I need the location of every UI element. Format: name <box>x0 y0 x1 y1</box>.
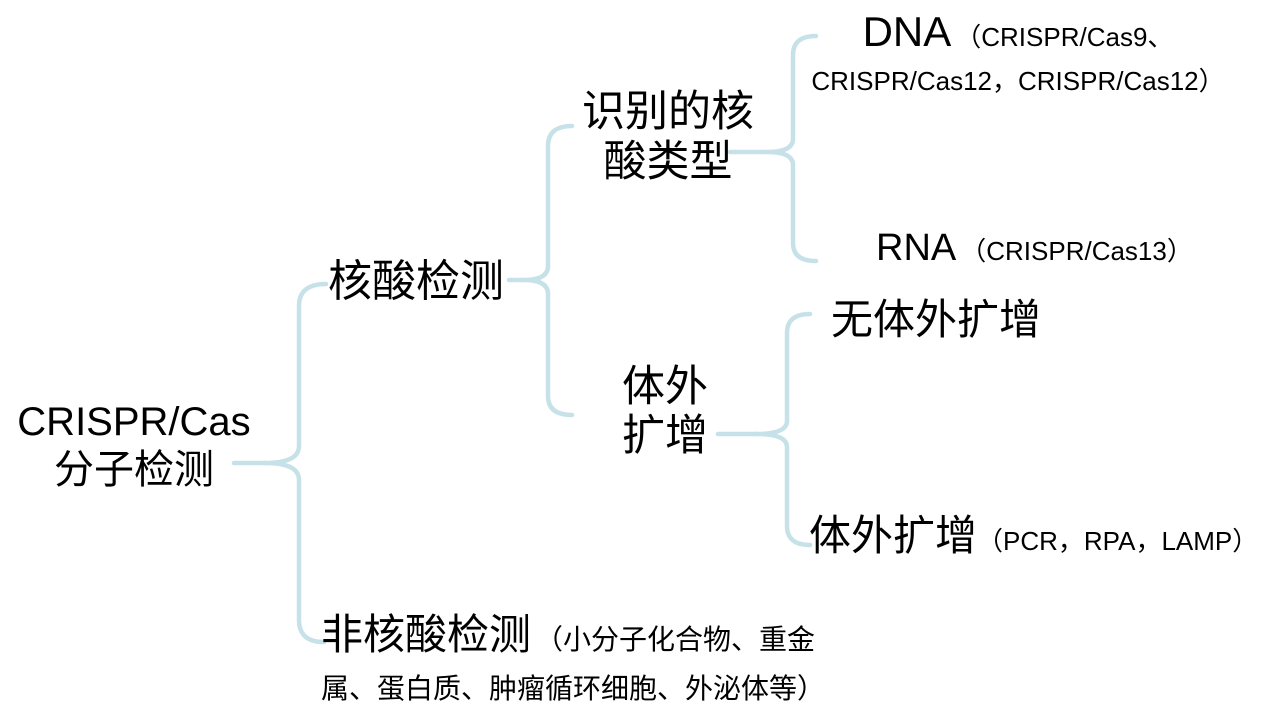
dna-label: DNA <box>862 8 952 55</box>
branch-nucleic-acid-detection: 核酸检测 <box>328 257 504 306</box>
node-type-line1: 识别的核 <box>582 89 754 136</box>
node-in-vitro-amplification: 体外 扩增 <box>618 363 712 461</box>
branch-non-nucleic-acid-detection: 非核酸检测 （小分子化合物、重金 属、蛋白质、肿瘤循环细胞、外泌体等） <box>321 612 921 707</box>
node-type-line2: 酸类型 <box>603 139 733 186</box>
dna-note-line2: CRISPR/Cas12，CRISPR/Cas12） <box>811 66 1225 96</box>
rna-note: （CRISPR/Cas13） <box>960 236 1193 266</box>
root-subtitle: 分子检测 <box>54 447 214 492</box>
brace-root <box>262 281 329 645</box>
amp-label: 体外扩增 <box>809 514 978 560</box>
non-nucleic-line1: 非核酸检测 （小分子化合物、重金 <box>321 612 921 669</box>
leaf-with-amplification: 体外扩增（PCR，RPA，LAMP） <box>809 512 1258 571</box>
root-title: CRISPR/Cas <box>17 400 251 444</box>
non-nucleic-label: 非核酸检测 <box>321 613 532 659</box>
non-nucleic-note-line2: 属、蛋白质、肿瘤循环细胞、外泌体等） <box>321 674 826 705</box>
amp-note: （PCR，RPA，LAMP） <box>977 526 1259 556</box>
non-nucleic-note-line1: （小分子化合物、重金 <box>535 625 816 656</box>
leaf-rna: RNA （CRISPR/Cas13） <box>876 226 1193 278</box>
node-amp-line2: 扩增 <box>622 413 708 460</box>
node-recognized-nucleic-acid-type: 识别的核 酸类型 <box>578 88 758 188</box>
root-node: CRISPR/Cas 分子检测 <box>14 399 254 495</box>
leaf-dna: DNA （CRISPR/Cas9、 CRISPR/Cas12，CRISPR/Ca… <box>786 8 1250 96</box>
brace-nucleic <box>521 123 575 418</box>
dna-note-line1: （CRISPR/Cas9、 <box>955 22 1174 52</box>
rna-label: RNA <box>876 227 957 269</box>
dna-line1: DNA （CRISPR/Cas9、 <box>786 8 1250 66</box>
node-amp-line1: 体外 <box>622 364 708 411</box>
brace-amplification <box>753 311 813 548</box>
leaf-no-amplification: 无体外扩增 <box>831 298 1042 344</box>
